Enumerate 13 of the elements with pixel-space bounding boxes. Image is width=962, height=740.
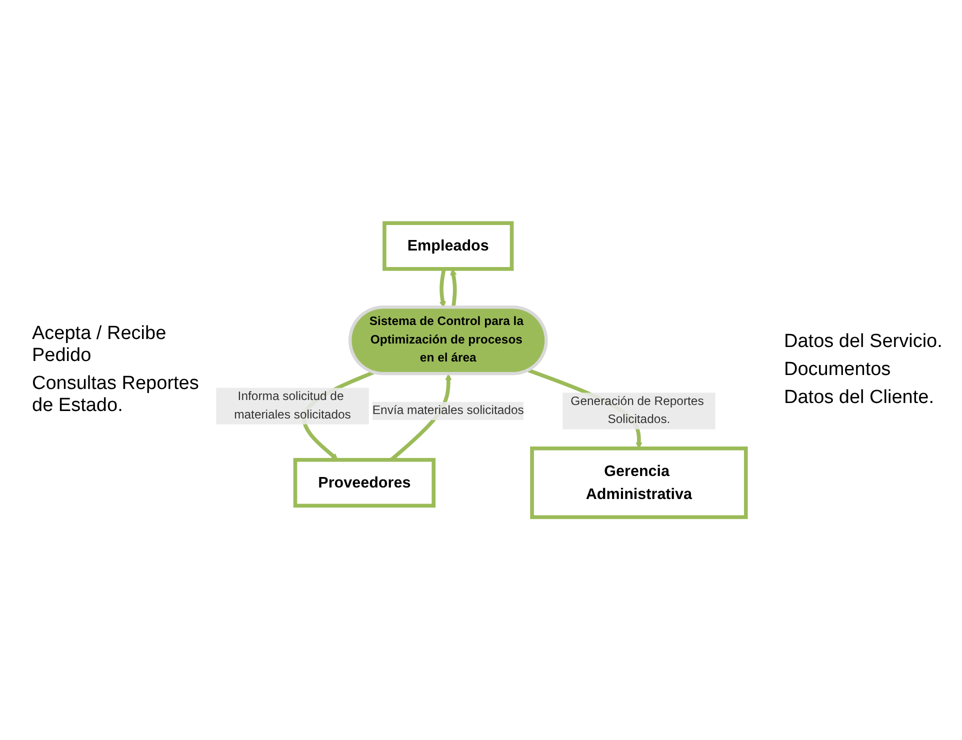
edge-label: Informa solicitud de materiales solicitados	[234, 390, 351, 422]
bullet-note: Acepta / Recibe Pedido	[32, 323, 168, 367]
bullet-note: Consultas Reportes de Estado.	[32, 373, 200, 417]
edge-label: Generación de Reportes Solicitados.	[570, 394, 704, 426]
bullet-note: Datos del Servicio.	[784, 331, 944, 353]
edge-label: Envía materiales solicitados	[372, 404, 524, 417]
node-box: Gerencia Administrativa	[530, 446, 748, 519]
arrow	[450, 268, 457, 308]
bullet-note: Documentos	[784, 359, 892, 381]
node-box: Empleados	[382, 221, 514, 271]
bullet-note: Datos del Cliente.	[784, 387, 935, 409]
arrow	[439, 268, 446, 308]
node-box: Proveedores	[293, 458, 436, 508]
